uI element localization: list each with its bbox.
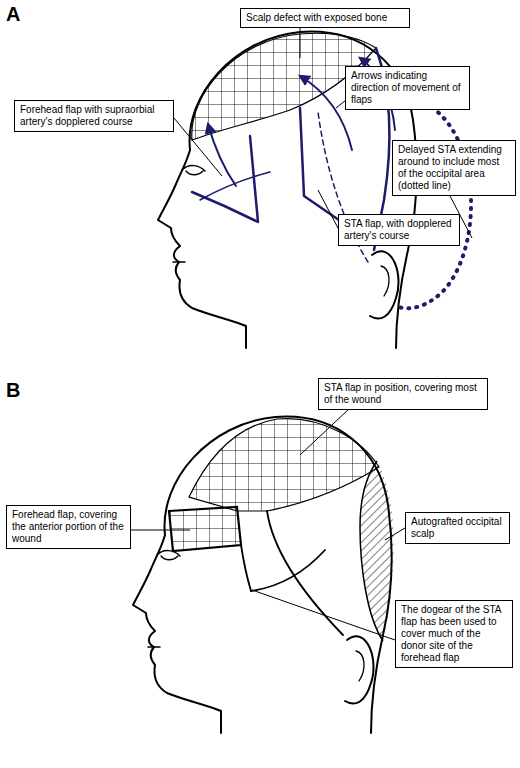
leader-line xyxy=(300,28,301,58)
leader-line xyxy=(174,118,222,176)
leader-lines xyxy=(131,408,405,640)
callout-box: Forehead flap, covering the anterior por… xyxy=(6,505,131,549)
sta-pedicle-line xyxy=(267,511,343,635)
dogear-line xyxy=(241,545,251,591)
callout-box: The dogear of the STA flap has been used… xyxy=(395,600,513,668)
callout-text: Arrows indicating direction of movement … xyxy=(351,70,464,106)
dogear-line xyxy=(251,550,325,591)
callout-text: Forehead flap, covering the anterior por… xyxy=(12,509,125,545)
callout-box: Delayed STA extending around to include … xyxy=(392,140,516,196)
forehead-flap-grid xyxy=(169,507,241,551)
callout-box: STA flap in position, covering most of t… xyxy=(318,378,488,410)
callout-text: STA flap in position, covering most of t… xyxy=(324,382,482,406)
leader-line xyxy=(300,408,350,455)
leader-line xyxy=(385,528,405,540)
callout-box: Autografted occipital scalp xyxy=(405,512,510,544)
callout-box: Arrows indicating direction of movement … xyxy=(345,66,470,110)
sta-flap-grid xyxy=(189,419,379,511)
callout-box: STA flap, with dopplered artery's course xyxy=(338,214,460,246)
leader-line xyxy=(318,190,339,230)
leader-line xyxy=(131,530,190,531)
callout-text: Forehead flap with supraorbial artery's … xyxy=(20,104,168,128)
autograft-hatching xyxy=(360,461,394,641)
leader-line xyxy=(252,590,395,640)
leader-lines xyxy=(174,28,472,238)
callout-box: Forehead flap with supraorbial artery's … xyxy=(14,100,174,132)
panel-letter: A xyxy=(6,4,20,24)
callout-text: Scalp defect with exposed bone xyxy=(246,12,404,24)
movement-arrow xyxy=(208,124,236,186)
callout-box: Scalp defect with exposed bone xyxy=(240,8,410,28)
callout-text: STA flap, with dopplered artery's course xyxy=(344,218,454,242)
head-outline xyxy=(133,417,392,733)
panel-letter: B xyxy=(6,380,20,400)
callout-text: Delayed STA extending around to include … xyxy=(398,144,510,192)
panel-b-drawing xyxy=(133,417,394,733)
delayed-sta-dotted-line xyxy=(396,98,471,308)
autograft-edge xyxy=(360,461,383,641)
callout-text: The dogear of the STA flap has been used… xyxy=(401,604,507,664)
callout-text: Autografted occipital scalp xyxy=(411,516,504,540)
